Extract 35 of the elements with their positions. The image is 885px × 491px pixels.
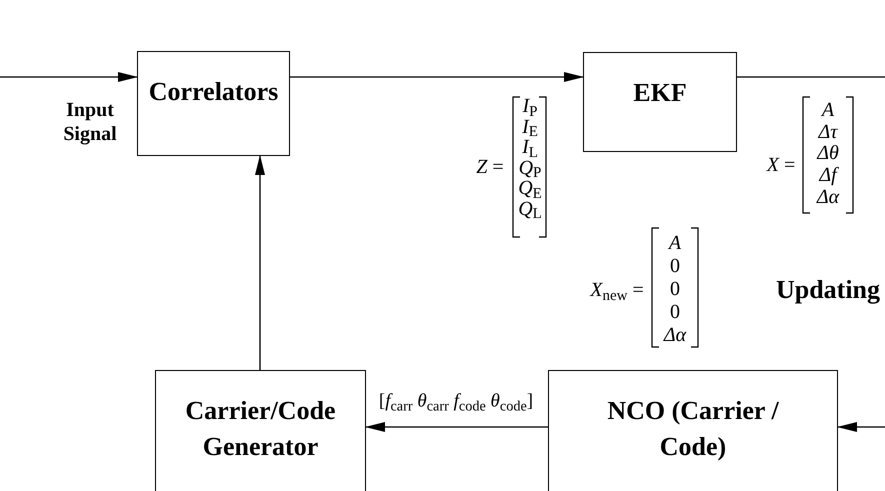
block-label: Carrier/Code Generator (184, 395, 337, 463)
math-term: I$_{P}$ (522, 96, 538, 116)
generator-block (155, 370, 366, 491)
oscillator-block (548, 370, 838, 491)
block-label: NCO (Carrier / Code) (606, 395, 780, 463)
block-label: EKF (632, 77, 688, 109)
arrow (0, 72, 138, 82)
math-term: Q$_{E}$ (518, 178, 542, 198)
math-term: I$_{L}$ (522, 137, 538, 157)
math-term: A (822, 100, 834, 120)
math-term: 0 (670, 302, 680, 322)
stage-label: Updating (776, 277, 880, 303)
arrow (290, 72, 584, 82)
math-term: A (668, 233, 682, 253)
math-term: Δα (664, 325, 686, 345)
filter-block (583, 52, 737, 152)
math-term: 0 (670, 256, 680, 276)
arrow (255, 155, 265, 370)
arrow (365, 422, 548, 432)
arrow (837, 422, 885, 432)
math-term: Δα (816, 186, 840, 207)
math-term: Q$_{L}$ (518, 198, 542, 218)
correlator-block (137, 51, 290, 156)
block-label: Correlators (148, 76, 280, 108)
math-term: Z = (476, 157, 504, 177)
math-term: X = (766, 155, 796, 175)
math-term: Δθ (817, 143, 839, 164)
math-term: Δf (819, 165, 837, 186)
math-term: X$_{new}$ = (590, 280, 644, 300)
math-term: 0 (670, 279, 680, 299)
edge-label: [f$_{carr}$ θ$_{carr}$ f$_{code}$ θ$_{code}$] (378, 390, 534, 414)
edge-label: Input Signal (62, 98, 118, 146)
math-term: I$_{E}$ (522, 116, 538, 136)
math-term: Q$_{P}$ (518, 158, 542, 178)
math-term: Δτ (818, 122, 838, 142)
